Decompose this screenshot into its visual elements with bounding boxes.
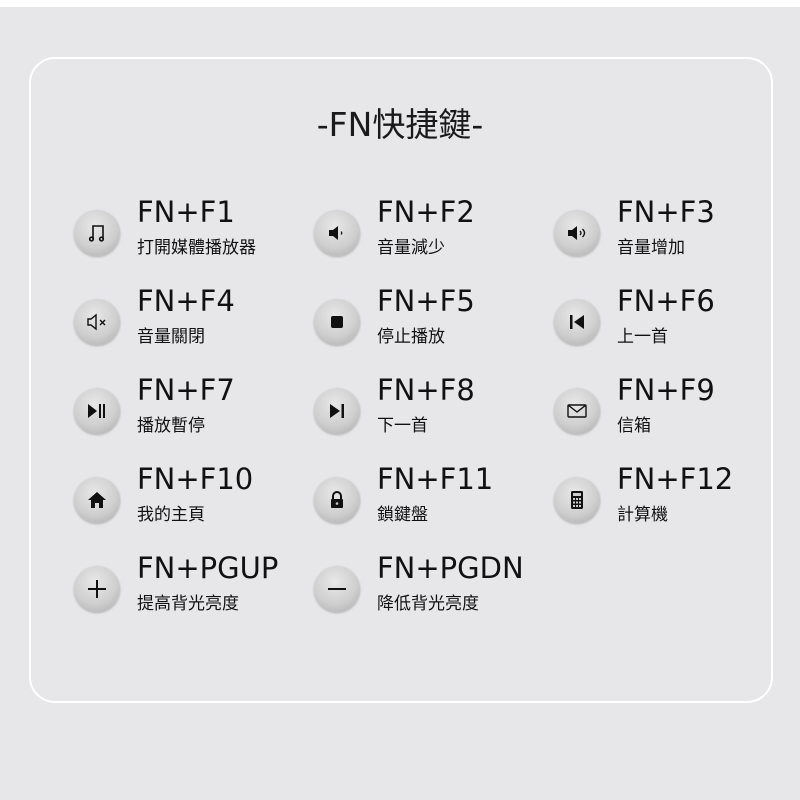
play-pause-icon xyxy=(74,388,120,434)
plus-icon xyxy=(74,566,120,612)
shortcut-item: FN+F1 打開媒體播放器 xyxy=(74,195,304,263)
shortcut-description: 降低背光亮度 xyxy=(377,594,479,614)
mute-icon xyxy=(74,299,120,345)
shortcut-key: FN+F1 xyxy=(137,195,235,229)
shortcut-item: FN+F10 我的主頁 xyxy=(74,462,304,530)
shortcut-key: FN+F6 xyxy=(617,284,715,318)
shortcut-item: FN+F4 音量關閉 xyxy=(74,284,304,352)
shortcut-item: FN+F12 計算機 xyxy=(554,462,784,530)
shortcut-item: FN+F8 下一首 xyxy=(314,373,544,441)
shortcut-key: FN+F11 xyxy=(377,462,494,496)
volume-down-icon xyxy=(314,210,360,256)
shortcut-description: 播放暫停 xyxy=(137,416,205,436)
shortcut-description: 停止播放 xyxy=(377,327,445,347)
lock-icon xyxy=(314,477,360,523)
shortcut-item: FN+F7 播放暫停 xyxy=(74,373,304,441)
shortcut-key: FN+F7 xyxy=(137,373,235,407)
shortcut-item: FN+PGUP 提高背光亮度 xyxy=(74,551,304,619)
shortcut-description: 音量增加 xyxy=(617,238,685,258)
shortcut-key: FN+PGDN xyxy=(377,551,524,585)
shortcut-item: FN+F9 信箱 xyxy=(554,373,784,441)
previous-track-icon xyxy=(554,299,600,345)
shortcut-description: 計算機 xyxy=(617,505,668,525)
shortcut-item: FN+F2 音量減少 xyxy=(314,195,544,263)
music-note-icon xyxy=(74,210,120,256)
volume-up-icon xyxy=(554,210,600,256)
shortcut-description: 信箱 xyxy=(617,416,651,436)
stop-icon xyxy=(314,299,360,345)
calculator-icon xyxy=(554,477,600,523)
shortcut-description: 音量減少 xyxy=(377,238,445,258)
shortcut-key: FN+F4 xyxy=(137,284,235,318)
shortcut-item: FN+PGDN 降低背光亮度 xyxy=(314,551,544,619)
shortcut-panel xyxy=(29,57,773,703)
shortcut-description: 我的主頁 xyxy=(137,505,205,525)
shortcut-key: FN+F2 xyxy=(377,195,475,229)
home-icon xyxy=(74,477,120,523)
shortcut-description: 打開媒體播放器 xyxy=(137,238,256,258)
shortcut-description: 鎖鍵盤 xyxy=(377,505,428,525)
shortcut-key: FN+F12 xyxy=(617,462,734,496)
shortcut-item: FN+F6 上一首 xyxy=(554,284,784,352)
shortcut-key: FN+PGUP xyxy=(137,551,279,585)
next-track-icon xyxy=(314,388,360,434)
shortcut-description: 上一首 xyxy=(617,327,668,347)
shortcut-description: 下一首 xyxy=(377,416,428,436)
shortcut-item: FN+F5 停止播放 xyxy=(314,284,544,352)
shortcut-key: FN+F3 xyxy=(617,195,715,229)
shortcut-key: FN+F8 xyxy=(377,373,475,407)
page-title: -FN快捷鍵- xyxy=(316,105,484,144)
minus-icon xyxy=(314,566,360,612)
shortcut-key: FN+F9 xyxy=(617,373,715,407)
shortcut-description: 提高背光亮度 xyxy=(137,594,239,614)
top-strip xyxy=(0,0,800,7)
mail-icon xyxy=(554,388,600,434)
shortcut-item: FN+F11 鎖鍵盤 xyxy=(314,462,544,530)
shortcut-key: FN+F10 xyxy=(137,462,254,496)
shortcut-key: FN+F5 xyxy=(377,284,475,318)
shortcut-item: FN+F3 音量增加 xyxy=(554,195,784,263)
shortcut-description: 音量關閉 xyxy=(137,327,205,347)
